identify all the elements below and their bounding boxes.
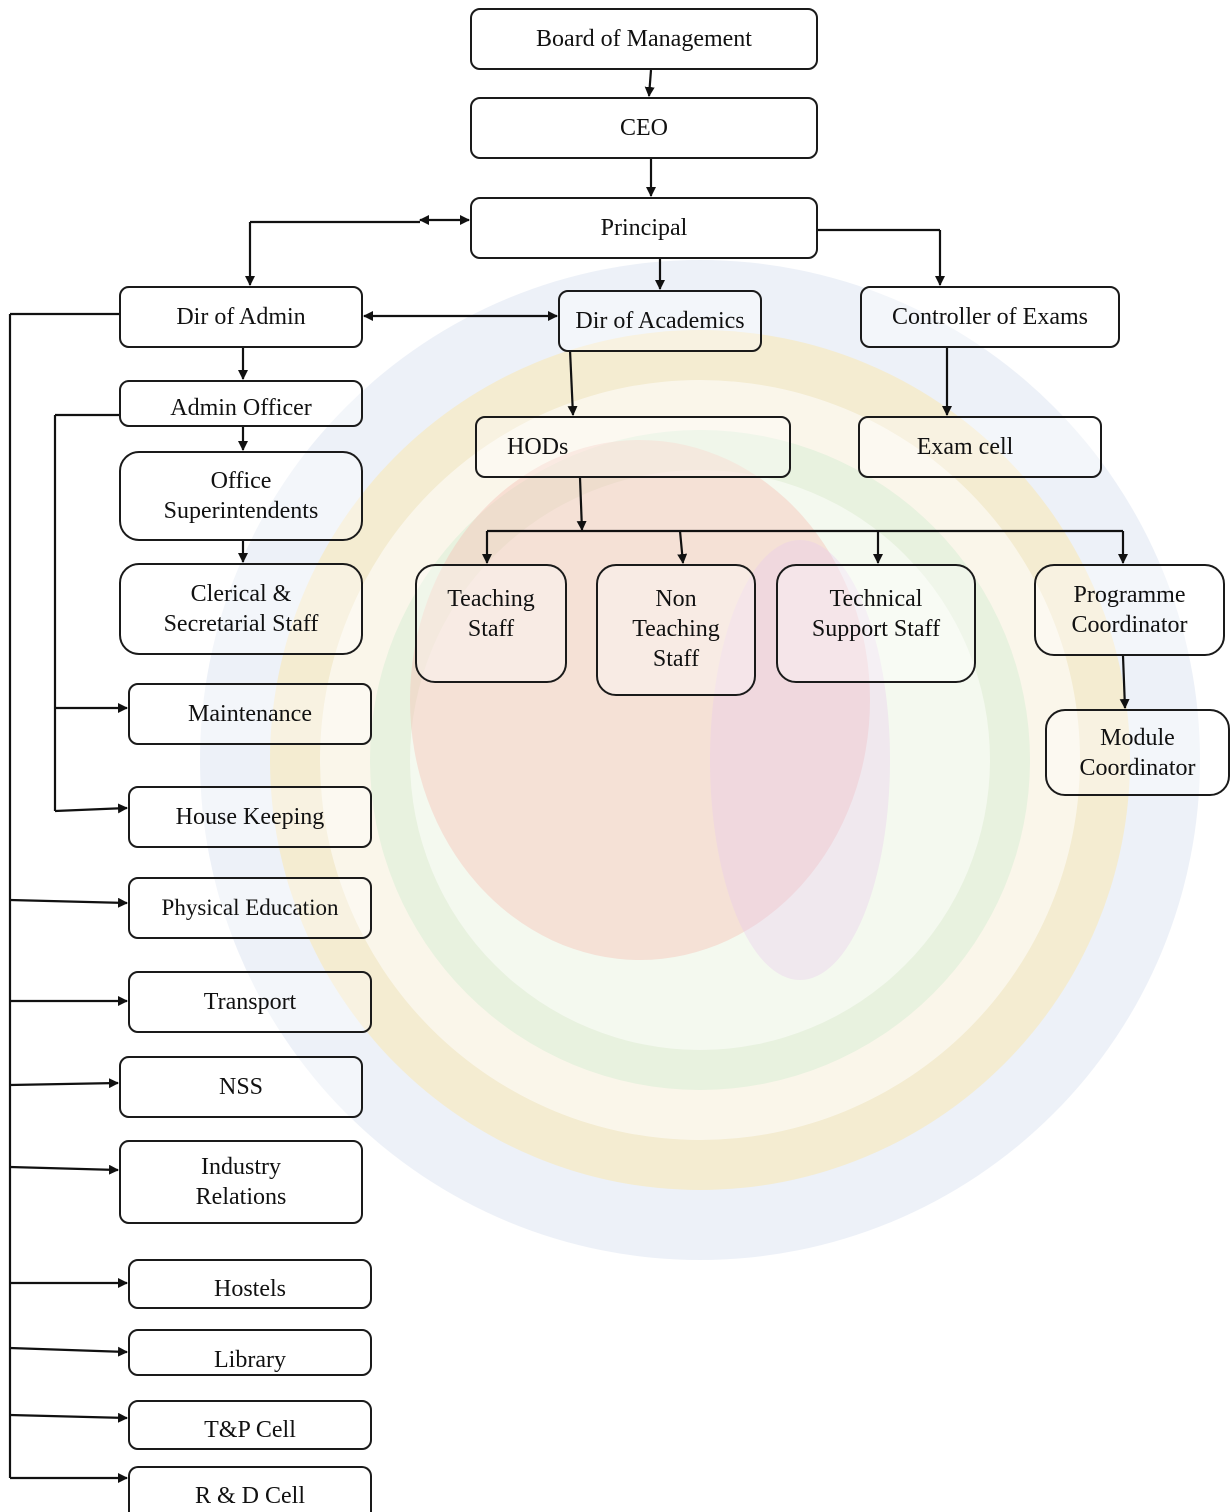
connector-to-tp-cell (9, 1412, 128, 1423)
node-controller-of-exams: Controller of Exams (860, 286, 1120, 348)
node-non-teaching-staff: Non Teaching Staff (596, 564, 756, 696)
node-module-coordinator: Module Coordinator (1045, 709, 1230, 796)
connector-programme-module (1119, 655, 1130, 709)
node-teaching-staff: Teaching Staff (415, 564, 567, 683)
connector-hods-branch (576, 477, 587, 531)
connector-board-ceo (644, 69, 655, 97)
connector-to-housekeeping (54, 803, 128, 814)
node-technical-support-staff: Technical Support Staff (776, 564, 976, 683)
connector-to-nonteaching (677, 530, 688, 564)
node-programme-coordinator: Programme Coordinator (1034, 564, 1225, 656)
connector-to-library (9, 1346, 128, 1357)
node-dir-of-admin: Dir of Admin (119, 286, 363, 348)
node-library: Library (128, 1329, 372, 1376)
node-transport: Transport (128, 971, 372, 1033)
node-tp-cell: T&P Cell (128, 1400, 372, 1450)
node-industry-relations: Industry Relations (119, 1140, 363, 1224)
node-dir-of-academics: Dir of Academics (558, 290, 762, 352)
node-clerical-secretarial-staff: Clerical & Secretarial Staff (119, 563, 363, 655)
node-house-keeping: House Keeping (128, 786, 372, 848)
node-ceo: CEO (470, 97, 818, 159)
node-physical-education: Physical Education (128, 877, 372, 939)
node-admin-officer: Admin Officer (119, 380, 363, 427)
node-rd-cell: R & D Cell (128, 1466, 372, 1512)
node-principal: Principal (470, 197, 818, 259)
node-board-of-management: Board of Management (470, 8, 818, 70)
node-hostels: Hostels (128, 1259, 372, 1309)
connector-academics-hods (567, 349, 578, 416)
connector-to-physical-education (9, 897, 128, 908)
node-exam-cell: Exam cell (858, 416, 1102, 478)
connector-to-nss (9, 1078, 119, 1089)
node-hods: HODs (475, 416, 791, 478)
node-nss: NSS (119, 1056, 363, 1118)
connector-to-industry-relations (9, 1164, 119, 1175)
node-maintenance: Maintenance (128, 683, 372, 745)
node-office-superintendents: Office Superintendents (119, 451, 363, 541)
